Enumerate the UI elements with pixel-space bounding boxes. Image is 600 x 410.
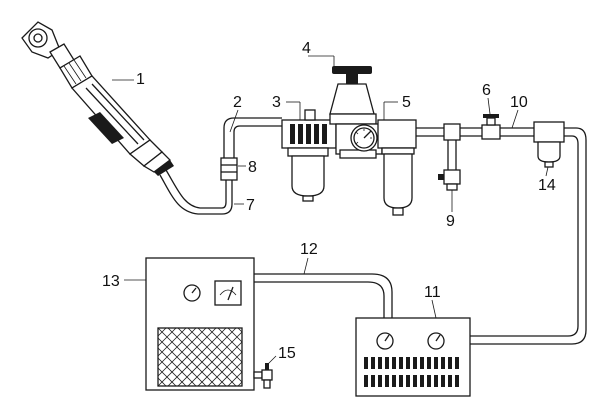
return-pipe [470,127,587,345]
air-dryer-13 [145,257,255,391]
air-compressor-11 [355,317,471,397]
label-7: 7 [246,197,255,214]
label-1: 1 [136,71,145,88]
label-2: 2 [233,94,242,111]
label-9: 9 [446,213,455,230]
air-filter-5 [377,119,417,216]
lubricator-3 [281,109,337,202]
label-6: 6 [482,82,491,99]
pressure-regulator-4 [329,66,383,159]
label-4: 4 [302,40,311,57]
line-filter-14 [533,121,565,168]
drain-valve-9 [438,140,461,191]
label-12: 12 [300,241,318,258]
label-10: 10 [510,94,528,111]
air-hose-7 [159,169,233,215]
pipe-12 [254,273,393,318]
drain-tap-15 [253,363,273,389]
callout-labels: 1 2 3 4 5 6 7 8 9 10 11 12 13 14 15 [102,40,556,362]
ratchet-wrench [21,21,174,176]
label-8: 8 [248,159,257,176]
label-5: 5 [402,94,411,111]
label-13: 13 [102,273,120,290]
label-11: 11 [424,284,441,301]
label-15: 15 [278,345,296,362]
pipe-10 [416,123,534,141]
leader-lines [112,55,549,365]
pipe-2 [223,117,282,158]
quick-coupler-8 [220,157,238,181]
ball-valve-6 [481,114,501,140]
label-14: 14 [538,177,556,194]
label-3: 3 [272,94,281,111]
